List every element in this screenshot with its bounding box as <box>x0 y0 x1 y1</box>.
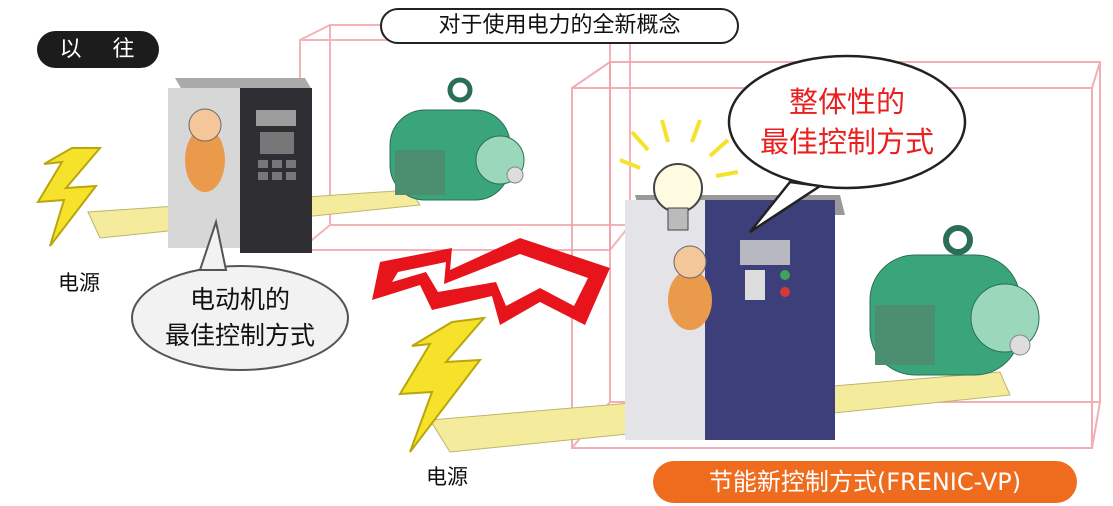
right-power-source-label: 电源 <box>426 465 468 489</box>
new-bubble-line2: 最佳控制方式 <box>759 125 934 159</box>
new-method-bubble <box>727 54 967 234</box>
inverter-icon <box>625 195 845 440</box>
inverter-icon <box>168 78 312 253</box>
old-bubble-line1: 电动机的 <box>189 285 290 314</box>
old-bubble-line2: 最佳控制方式 <box>164 321 315 350</box>
motor-icon <box>869 225 1040 376</box>
motor-icon <box>389 77 525 201</box>
new-bubble-text: 整体性的 最佳控制方式 <box>732 82 962 162</box>
left-power-source-label: 电源 <box>58 271 100 295</box>
old-method-bubble <box>131 218 349 371</box>
new-method-badge: 节能新控制方式(FRENIC-VP) <box>653 461 1077 503</box>
worker-character-icon <box>185 128 225 192</box>
lightning-icon <box>36 147 103 247</box>
new-bubble-line1: 整体性的 <box>788 85 905 119</box>
concept-title: 对于使用电力的全新概念 <box>380 8 739 44</box>
previous-method-badge: 以 往 <box>37 31 159 68</box>
lightning-icon <box>398 316 487 453</box>
lightbulb-icon <box>619 119 739 231</box>
old-bubble-text: 电动机的 最佳控制方式 <box>137 282 343 354</box>
